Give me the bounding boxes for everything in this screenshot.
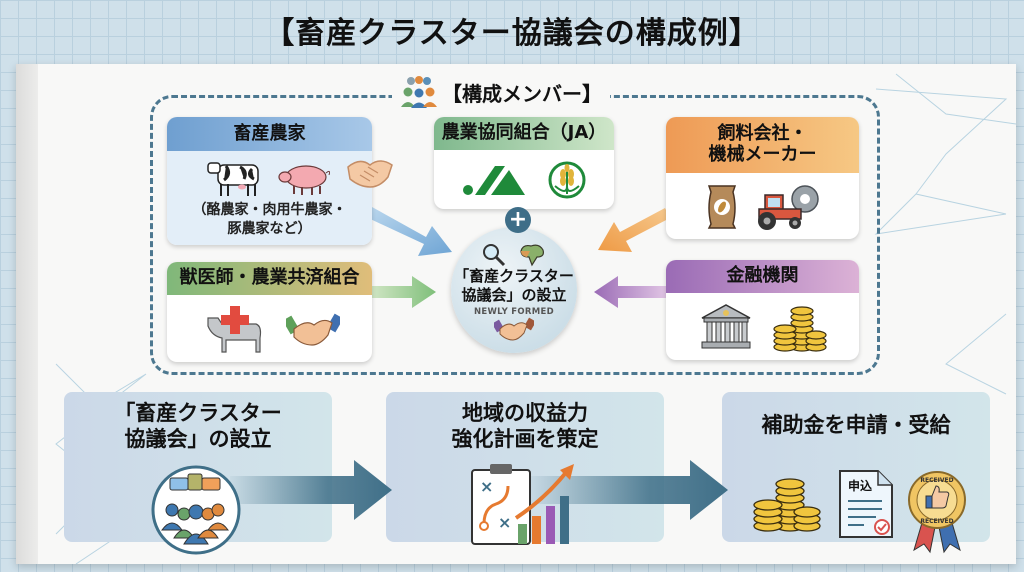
wheat-emblem-icon — [548, 161, 586, 198]
page-title: 【畜産クラスター協議会の構成例】 — [264, 16, 760, 51]
card-subtitle-line2: 豚農家など） — [227, 220, 312, 237]
pig-icon — [277, 165, 330, 195]
step-label-line1: 地域の収益力 — [462, 401, 588, 425]
arrow-finance — [594, 276, 666, 308]
handshake-icon — [285, 313, 340, 346]
members-heading: 【構成メンバー】 — [392, 74, 610, 110]
magnifier-icon — [483, 244, 506, 267]
cow-medical-icon — [206, 305, 261, 353]
card-title: 農業協同組合（JA） — [434, 117, 614, 150]
application-form: 申込 — [838, 469, 894, 539]
center-label-line2: 協議会」の設立 — [461, 286, 567, 304]
card-financial-institution: 金融機関 — [666, 260, 859, 360]
card-title: 畜産農家 — [167, 117, 372, 151]
bank-icon — [701, 303, 750, 348]
card-title: 金融機関 — [666, 260, 859, 293]
gear-icon — [790, 185, 819, 213]
ja-logo-icon — [463, 165, 525, 195]
step-label-line2: 協議会」の設立 — [124, 427, 272, 451]
process-arrow-2 — [530, 460, 728, 520]
center-council-circle: 「畜産クラスター 協議会」の設立 NEWLY FORMED — [451, 227, 577, 353]
plus-badge: + — [505, 207, 531, 233]
card-title-line2: 機械メーカー — [708, 144, 817, 165]
arrow-vet — [372, 276, 436, 308]
coins-icon — [753, 478, 821, 532]
strategy-chart-icon: × × — [471, 464, 574, 545]
coins-icon — [772, 305, 827, 352]
arrow-farmers — [366, 207, 452, 256]
process-arrow-1 — [230, 460, 392, 520]
paper-edge — [16, 64, 38, 564]
step-label-line2: 強化計画を策定 — [451, 427, 599, 451]
step-label: 補助金を申請・受給 — [761, 413, 951, 437]
step-label-line1: 「畜産クラスター — [114, 401, 282, 425]
handshake-icon — [494, 317, 534, 341]
handshake-icon — [347, 160, 393, 188]
feed-bag-icon — [707, 185, 736, 229]
card-veterinarian: 獣医師・農業共済組合 — [167, 262, 372, 362]
center-english-label: NEWLY FORMED — [473, 306, 554, 317]
card-title-line1: 飼料会社・ — [717, 123, 808, 145]
arrow-feed — [598, 208, 670, 252]
svg-text:×: × — [498, 513, 511, 532]
cow-icon — [206, 162, 259, 196]
group-discussion-icon — [151, 465, 241, 555]
members-heading-label: 【構成メンバー】 — [442, 81, 602, 106]
document-label: 申込 — [848, 479, 873, 493]
svg-text:×: × — [480, 477, 493, 496]
card-subtitle-line1: （酪農家・肉用牛農家・ — [192, 202, 347, 218]
svg-text:RECEIVED: RECEIVED — [920, 518, 953, 525]
svg-text:RECEIVED: RECEIVED — [920, 477, 953, 484]
tractor-icon — [757, 185, 819, 230]
card-title: 獣医師・農業共済組合 — [167, 262, 372, 295]
card-ja: 農業協同組合（JA） — [434, 117, 614, 209]
card-livestock-farmers: 畜産農家 （酪農家・肉用牛農家・ 豚農家など） — [167, 117, 372, 245]
map-pin-icon — [520, 244, 544, 267]
center-label-line1: 「畜産クラスター — [454, 267, 574, 286]
card-feed-machinery: 飼料会社・ 機械メーカー — [666, 117, 859, 239]
people-group-icon — [401, 76, 437, 108]
received-badge-icon: RECEIVED RECEIVED — [908, 471, 966, 554]
document-icon — [839, 470, 893, 538]
